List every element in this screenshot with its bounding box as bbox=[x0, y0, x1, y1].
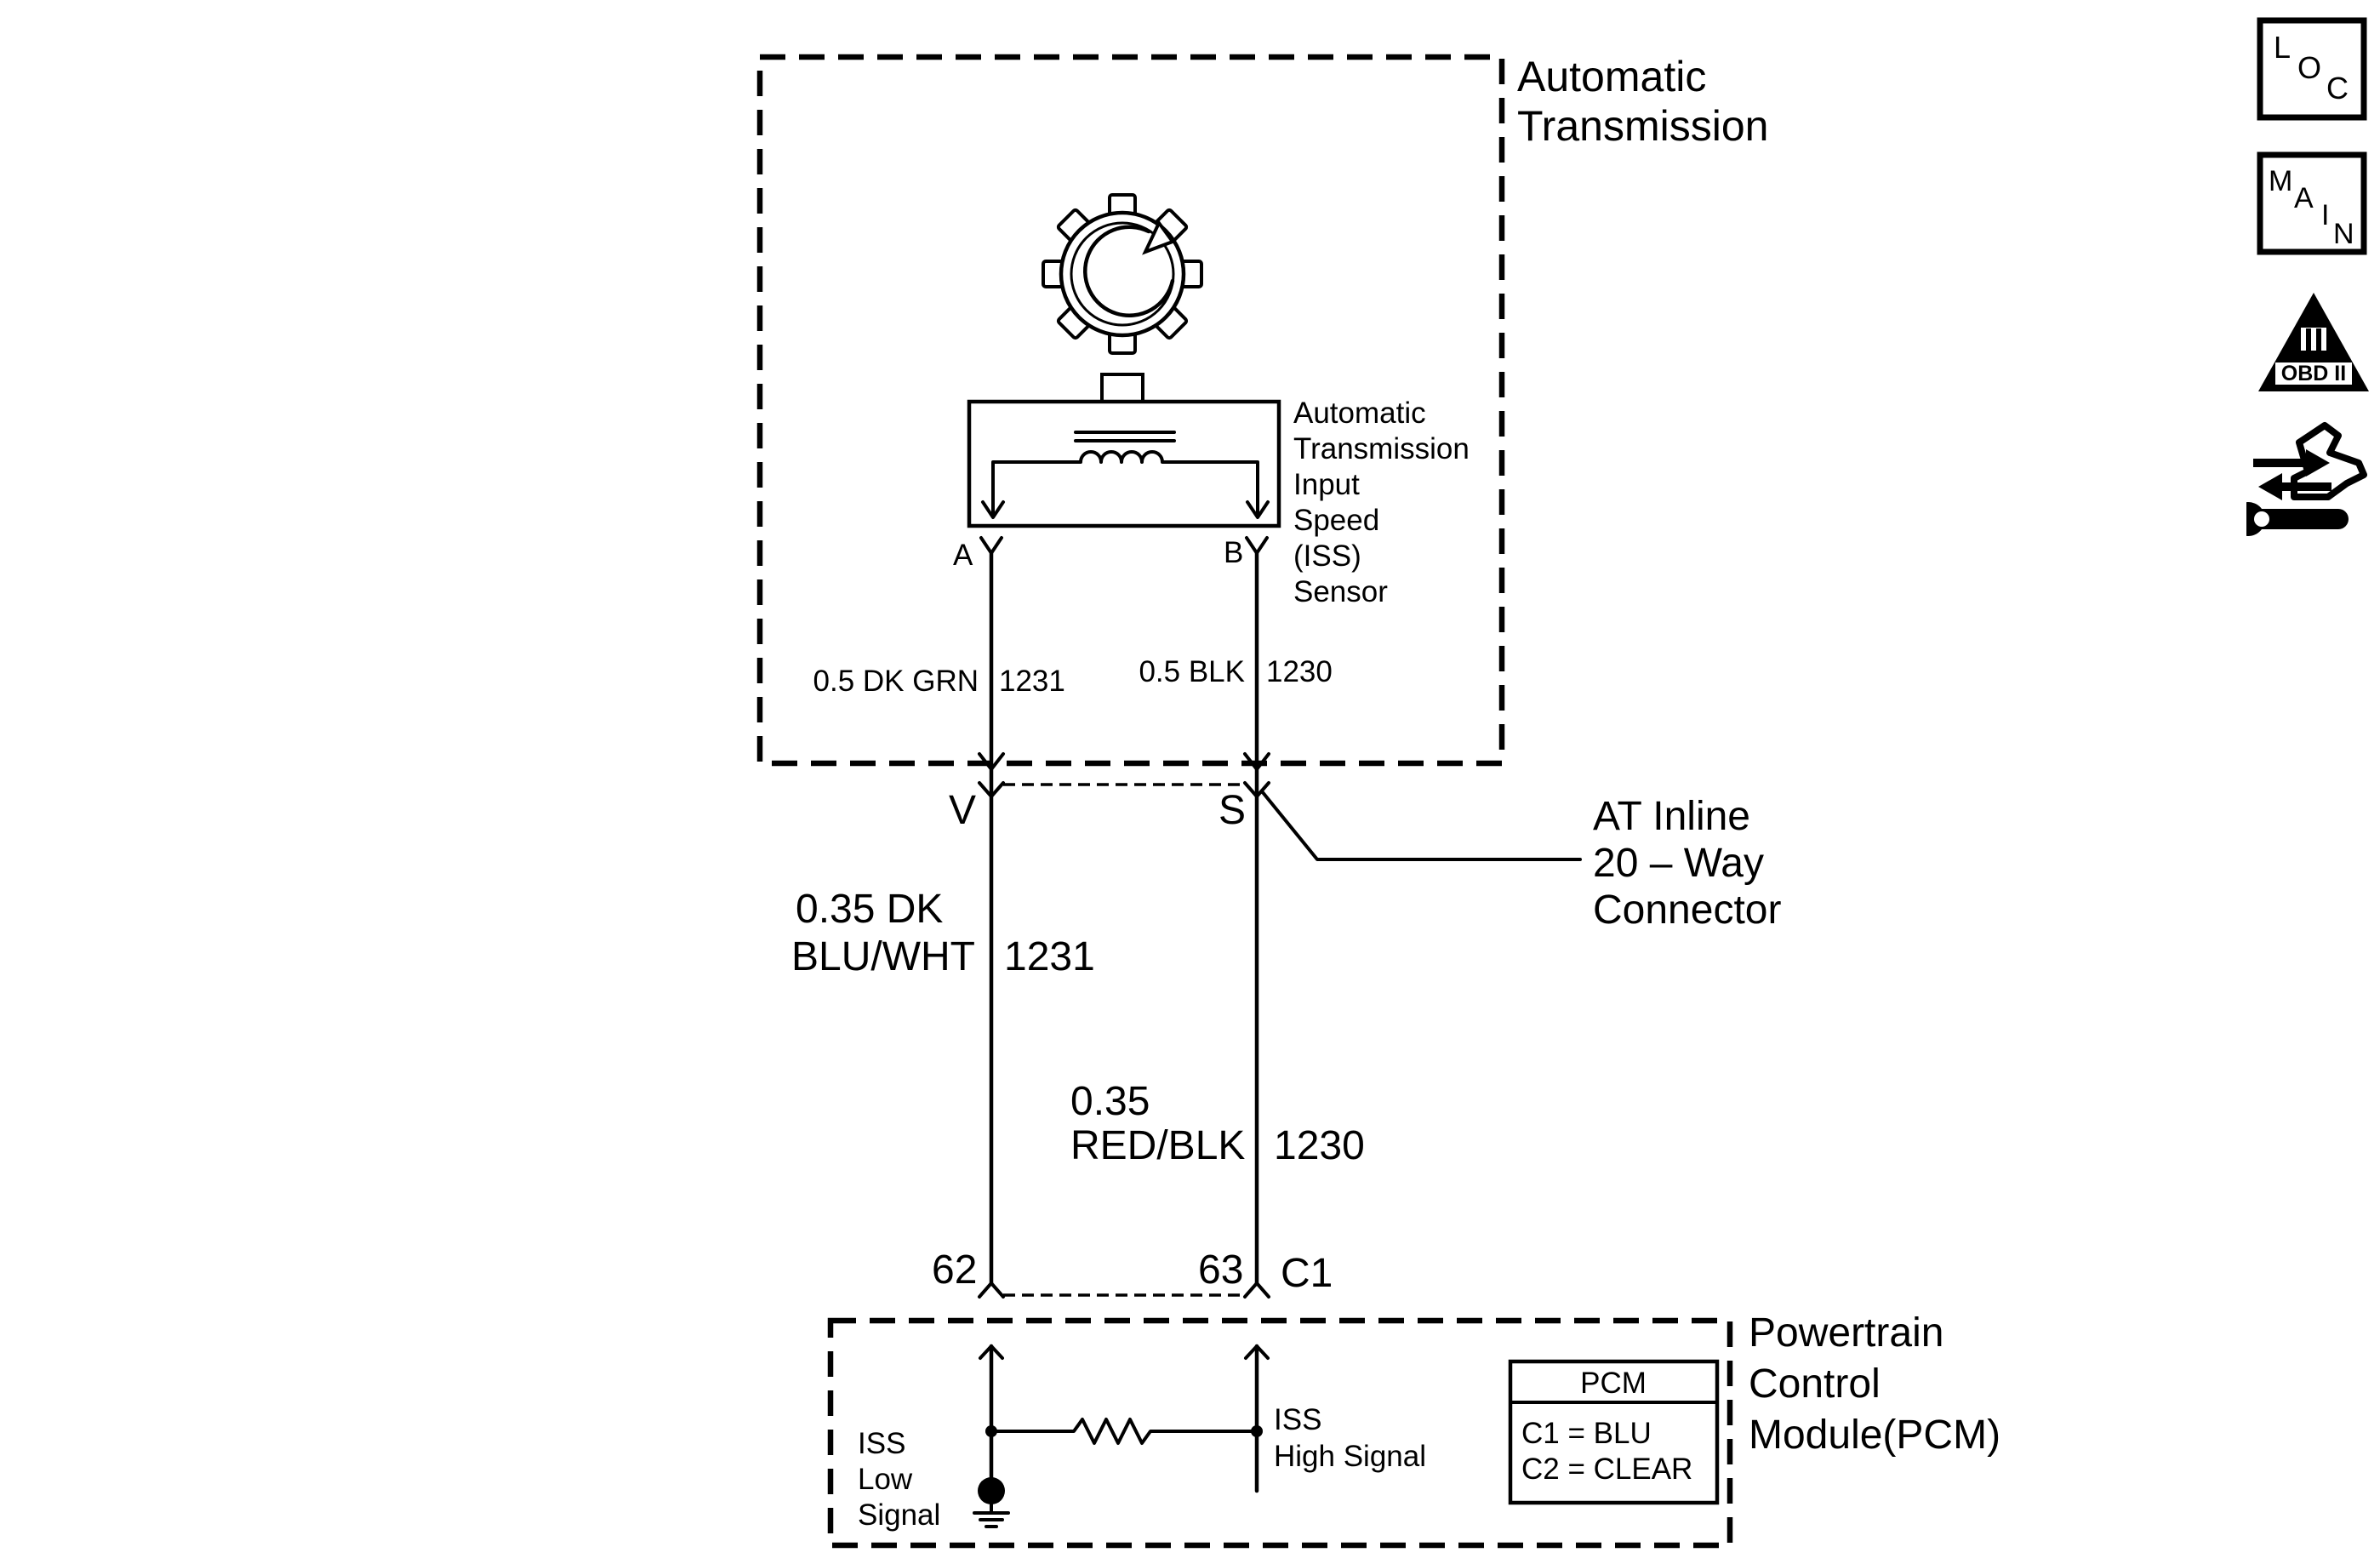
lower-left-wire-circuit: 1231 bbox=[1004, 934, 1095, 979]
inline-connector-label-line1: AT Inline bbox=[1593, 794, 1750, 839]
iss-sensor-label-line1: Automatic bbox=[1293, 397, 1426, 430]
inline-pin-s-label: S bbox=[1219, 788, 1246, 833]
at-box-label-line2: Transmission bbox=[1517, 102, 1768, 150]
inline-pin-s-terminal bbox=[1243, 781, 1270, 798]
ground-icon bbox=[973, 1477, 1010, 1528]
inline-pin-v-terminal bbox=[978, 781, 1005, 798]
upper-left-wire-label: 0.5 DK GRN bbox=[813, 665, 979, 698]
inline-connector-label-line2: 20 – Way bbox=[1593, 841, 1764, 886]
loc-letter-l: L bbox=[2274, 30, 2291, 65]
hand-wrench-icon[interactable] bbox=[2246, 419, 2374, 542]
legend-row-c1: C1 = BLU bbox=[1521, 1417, 1652, 1450]
inline-pin-v-label: V bbox=[949, 788, 976, 833]
iss-low-signal-line3: Signal bbox=[858, 1498, 940, 1532]
pcm-pin-63-terminal bbox=[1243, 1281, 1270, 1299]
sensor-pin-a-label: A bbox=[953, 539, 973, 572]
pcm-internal-circuit bbox=[979, 1344, 1270, 1493]
pcm-pin-62-label: 62 bbox=[932, 1247, 977, 1293]
iss-low-signal-line2: Low bbox=[858, 1463, 913, 1496]
at-box-label-line1: Automatic bbox=[1517, 53, 1706, 100]
inline-connector-leader bbox=[1260, 790, 1582, 861]
lower-left-wire-label-line1: 0.35 DK bbox=[796, 887, 943, 932]
pcm-pin-62-terminal bbox=[978, 1281, 1005, 1299]
automatic-transmission-boundary bbox=[756, 54, 1505, 767]
main-letter-n: N bbox=[2333, 218, 2354, 250]
pcm-label-line3: Module(PCM) bbox=[1749, 1413, 2000, 1458]
iss-sensor-label-line5: (ISS) bbox=[1293, 539, 1361, 573]
obd-ii-icon[interactable]: II OBD II bbox=[2257, 289, 2371, 395]
lower-left-wire-label-line2: BLU/WHT bbox=[791, 934, 975, 979]
iss-sensor-label-line3: Input bbox=[1293, 468, 1360, 501]
main-letter-m: M bbox=[2269, 165, 2292, 197]
lower-right-wire-label-line2: RED/BLK bbox=[1070, 1123, 1245, 1168]
main-letter-a: A bbox=[2294, 182, 2314, 214]
iss-sensor-label-line4: Speed bbox=[1293, 504, 1379, 537]
iss-high-signal-line1: ISS bbox=[1274, 1403, 1321, 1436]
pcm-connector-id: C1 bbox=[1281, 1251, 1333, 1296]
pcm-label-line1: Powertrain bbox=[1749, 1310, 1943, 1356]
pcm-boundary bbox=[827, 1317, 1733, 1549]
upper-left-wire-circuit: 1231 bbox=[999, 665, 1065, 698]
reluctor-wheel-icon bbox=[1042, 193, 1203, 355]
inline-connector-label-line3: Connector bbox=[1593, 888, 1781, 933]
iss-sensor-label-line2: Transmission bbox=[1293, 432, 1470, 465]
obd-caption: OBD II bbox=[2281, 362, 2346, 385]
lower-right-wire-label-line1: 0.35 bbox=[1070, 1079, 1150, 1124]
iss-high-signal-line2: High Signal bbox=[1274, 1440, 1426, 1473]
pcm-label-line2: Control bbox=[1749, 1361, 1881, 1407]
upper-right-wire-circuit: 1230 bbox=[1266, 655, 1333, 688]
sensor-pin-a-terminal bbox=[979, 536, 1003, 555]
legend-title: PCM bbox=[1580, 1367, 1647, 1400]
iss-low-signal-line1: ISS bbox=[858, 1427, 905, 1460]
lower-right-wire-circuit: 1230 bbox=[1274, 1123, 1365, 1168]
upper-right-wire-label: 0.5 BLK bbox=[1139, 655, 1245, 688]
main-menu-icon[interactable]: M A I N bbox=[2257, 151, 2367, 255]
legend-row-c2: C2 = CLEAR bbox=[1521, 1453, 1692, 1486]
location-icon[interactable]: L O C bbox=[2257, 17, 2367, 121]
iss-sensor bbox=[967, 373, 1281, 528]
main-letter-i: I bbox=[2321, 199, 2329, 231]
iss-sensor-label-line6: Sensor bbox=[1293, 575, 1388, 608]
sensor-pin-b-terminal bbox=[1245, 536, 1269, 555]
sensor-pin-b-label: B bbox=[1224, 536, 1243, 569]
pcm-connector-legend bbox=[1508, 1359, 1720, 1505]
loc-letter-c: C bbox=[2326, 71, 2349, 106]
pcm-pin-63-label: 63 bbox=[1198, 1247, 1243, 1293]
loc-letter-o: O bbox=[2297, 50, 2321, 85]
